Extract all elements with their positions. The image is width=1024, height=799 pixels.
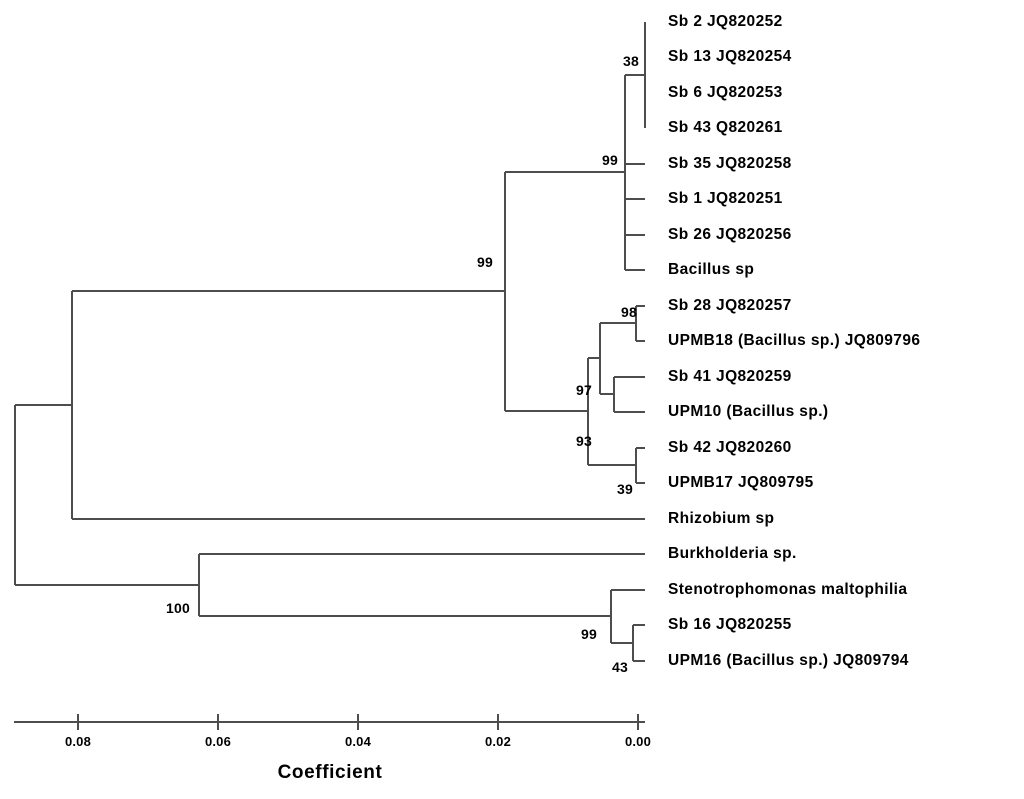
- leaf-label: UPM10 (Bacillus sp.): [668, 403, 829, 420]
- bootstrap-value: 99: [602, 152, 618, 168]
- leaf-label: Sb 16 JQ820255: [668, 616, 792, 633]
- leaf-label: UPMB18 (Bacillus sp.) JQ809796: [668, 332, 921, 349]
- bootstrap-value: 97: [576, 382, 592, 398]
- leaf-label: Sb 42 JQ820260: [668, 439, 792, 456]
- axis-title: Coefficient: [277, 762, 383, 783]
- bootstrap-value: 38: [623, 53, 639, 69]
- bootstrap-value: 100: [166, 600, 190, 616]
- leaf-label: Sb 26 JQ820256: [668, 226, 792, 243]
- leaf-label: Bacillus sp: [668, 261, 755, 278]
- leaf-label: Sb 2 JQ820252: [668, 13, 783, 30]
- axis-tick-label: 0.00: [624, 734, 652, 749]
- axis-tick-label: 0.06: [204, 734, 232, 749]
- bootstrap-value: 39: [617, 481, 633, 497]
- leaf-label: Sb 41 JQ820259: [668, 368, 792, 385]
- leaf-label: Sb 1 JQ820251: [668, 190, 783, 207]
- leaf-label: UPMB17 JQ809795: [668, 474, 814, 491]
- axis-tick-label: 0.08: [64, 734, 92, 749]
- bootstrap-value: 43: [612, 659, 628, 675]
- leaf-label: Rhizobium sp: [668, 510, 775, 527]
- leaf-label: Sb 28 JQ820257: [668, 297, 792, 314]
- axis-tick-label: 0.02: [484, 734, 512, 749]
- leaf-label: Sb 35 JQ820258: [668, 155, 792, 172]
- leaf-label: Stenotrophomonas maltophilia: [668, 581, 908, 598]
- leaf-label: Sb 43 Q820261: [668, 119, 783, 136]
- leaf-label: Sb 6 JQ820253: [668, 84, 783, 101]
- bootstrap-value: 99: [581, 626, 597, 642]
- bootstrap-value: 93: [576, 433, 592, 449]
- bootstrap-value: 99: [477, 254, 493, 270]
- leaf-label: UPM16 (Bacillus sp.) JQ809794: [668, 652, 909, 669]
- bootstrap-value: 98: [621, 304, 637, 320]
- leaf-label: Burkholderia sp.: [668, 545, 797, 562]
- scale-axis-lines: [14, 714, 645, 730]
- axis-tick-label: 0.04: [344, 734, 372, 749]
- leaf-label: Sb 13 JQ820254: [668, 48, 792, 65]
